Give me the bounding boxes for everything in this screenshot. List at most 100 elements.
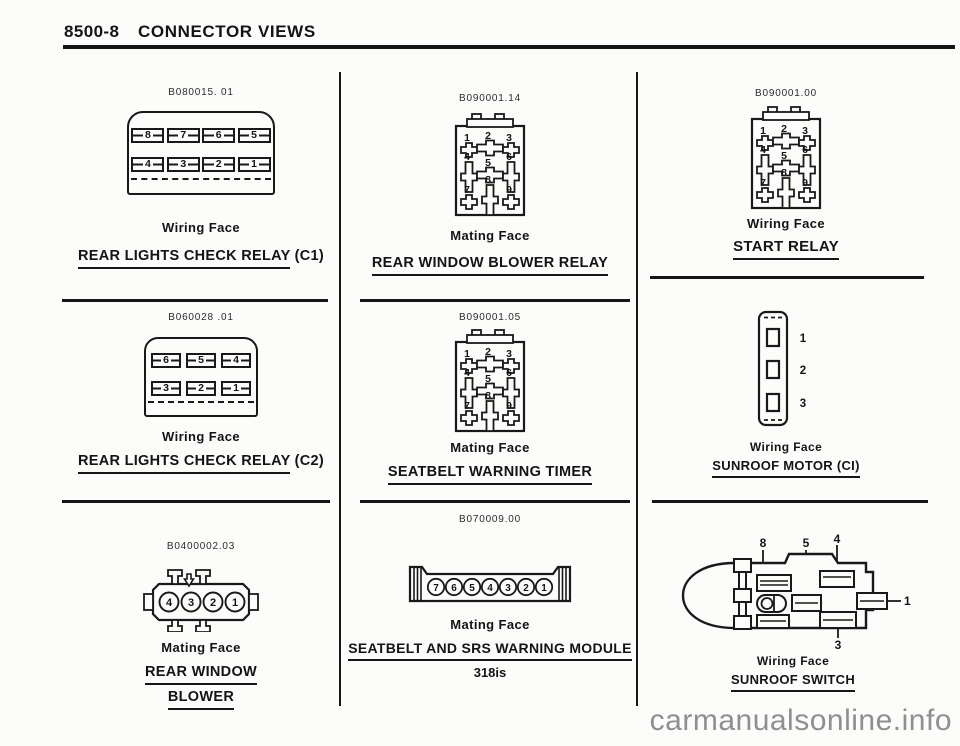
connector-dash-line xyxy=(131,178,271,180)
connector-dash-line xyxy=(148,401,254,403)
cell-sunroof-motor: 1 2 3 Wiring Face SUNROOF MOTOR (CI) xyxy=(648,310,924,478)
pin-label: 8 xyxy=(781,167,787,179)
pin-label: 6 xyxy=(802,144,808,156)
part-number: B060028 .01 xyxy=(168,312,234,323)
connector-name: SEATBELT AND SRS WARNING MODULE xyxy=(348,640,632,661)
pin-label: 4 xyxy=(834,533,841,546)
cell-sunroof-switch: 8 5 4 1 3 Wiring Face SUNROOF SWITCH xyxy=(648,533,938,692)
pin-5: 5 xyxy=(237,128,271,143)
cell-rear-lights-check-relay-c1: B080015. 01 8 7 6 5 4 3 2 1 Wiring Face … xyxy=(62,87,340,269)
srs-connector-diagram: 7 6 5 4 3 2 1 xyxy=(408,565,572,603)
header-rule xyxy=(63,45,955,49)
sunroof-switch-connector-diagram: 8 5 4 1 3 xyxy=(681,533,911,651)
pin-label: 1 xyxy=(464,348,470,360)
cell-rear-window-blower-relay: B090001.14 1 2 3 4 5 6 7 8 9 Mating Face xyxy=(352,93,628,276)
pin-label: 7 xyxy=(433,583,439,594)
row-divider xyxy=(62,500,330,503)
pin-label: 4 xyxy=(487,583,493,594)
row-divider xyxy=(652,500,928,503)
pin-label: 2 xyxy=(210,597,216,609)
pin-4: 4 xyxy=(221,353,251,368)
pin-1: 1 xyxy=(237,157,271,172)
pin-label: 4 xyxy=(166,597,173,609)
pin-3: 3 xyxy=(166,157,200,172)
relay-connector-diagram: 1 2 3 4 5 6 7 8 9 xyxy=(454,113,526,217)
connector-name: START RELAY xyxy=(733,238,839,260)
pin-label: 3 xyxy=(506,348,512,360)
cell-srs-warning-module: B070009.00 7 6 5 4 3 2 1 Mating Face xyxy=(348,514,632,680)
pin-label: 1 xyxy=(800,333,807,345)
face-label: Wiring Face xyxy=(756,654,830,668)
pin-label: 9 xyxy=(802,177,808,189)
pin-label: 6 xyxy=(451,583,457,594)
connector-name: REAR LIGHTS CHECK RELAY (C2) xyxy=(77,453,324,474)
pin-label: 2 xyxy=(781,123,787,135)
pin-1: 1 xyxy=(221,381,251,396)
pin-label: 1 xyxy=(464,132,470,144)
pin-label: 3 xyxy=(835,638,842,651)
relay-connector-diagram: 1 2 3 4 5 6 7 8 9 xyxy=(750,106,822,210)
part-number: B090001.14 xyxy=(459,93,521,104)
pin-2: 2 xyxy=(186,381,216,396)
column-divider xyxy=(636,72,639,706)
pin-6: 6 xyxy=(202,128,236,143)
connector-name: SUNROOF MOTOR (CI) xyxy=(712,458,860,478)
part-number: B0400002.03 xyxy=(166,541,236,552)
part-number: B070009.00 xyxy=(459,514,521,525)
pin-label: 2 xyxy=(485,130,491,142)
pin-label: 2 xyxy=(800,365,806,377)
pin-label: 8 xyxy=(485,174,491,186)
terminal-8 xyxy=(756,574,792,592)
row-divider xyxy=(360,299,630,302)
pin-3: 3 xyxy=(151,381,181,396)
pin-label: 3 xyxy=(800,398,806,410)
row-divider xyxy=(62,299,328,302)
face-label: Mating Face xyxy=(450,440,530,455)
pin-label: 9 xyxy=(506,400,512,412)
cell-rear-window-blower: B0400002.03 4 3 2 1 Mating Face REAR WIN… xyxy=(62,541,340,710)
pin-label: 5 xyxy=(485,157,491,169)
part-number: B080015. 01 xyxy=(168,87,234,98)
face-label: Mating Face xyxy=(450,228,530,243)
pin-label: 3 xyxy=(505,583,511,594)
pin-label: 3 xyxy=(802,125,808,137)
pin-label: 4 xyxy=(464,151,470,163)
pin-label: 5 xyxy=(469,583,475,594)
face-label: Wiring Face xyxy=(162,220,240,235)
connector-name: BLOWER xyxy=(167,689,235,710)
pin-8: 8 xyxy=(131,128,165,143)
pin-label: 2 xyxy=(523,583,529,594)
connector-diagram-c1: 8 7 6 5 4 3 2 1 xyxy=(127,111,275,195)
pin-label: 3 xyxy=(506,132,512,144)
pin-label: 6 xyxy=(506,367,512,379)
pin-label: 5 xyxy=(803,536,810,550)
pin-label: 7 xyxy=(464,400,470,412)
pin-label: 8 xyxy=(760,536,767,550)
row-divider xyxy=(650,276,924,279)
pin-label: 6 xyxy=(506,151,512,163)
pin-5: 5 xyxy=(186,353,216,368)
watermark: carmanualsonline.info xyxy=(649,704,952,737)
pin-label: 9 xyxy=(506,184,512,196)
pin-label: 1 xyxy=(541,583,547,594)
pin-label: 4 xyxy=(464,367,470,379)
connector-diagram-c2: 6 5 4 3 2 1 xyxy=(144,337,258,417)
model-variant: 318is xyxy=(473,665,507,680)
pin-label: 3 xyxy=(188,597,194,609)
pin-label: 1 xyxy=(904,594,911,608)
connector-name: SEATBELT WARNING TIMER xyxy=(387,464,593,485)
part-number: B090001.00 xyxy=(755,88,817,99)
cell-seatbelt-warning-timer: B090001.05 1 2 3 4 5 6 7 8 9 Mating Face xyxy=(352,312,628,485)
pin-label: 5 xyxy=(781,150,787,162)
face-label: Wiring Face xyxy=(747,216,825,231)
face-label: Mating Face xyxy=(161,640,241,655)
pin-4: 4 xyxy=(131,157,165,172)
pin-7: 7 xyxy=(166,128,200,143)
cell-start-relay: B090001.00 1 2 3 4 5 6 7 8 9 Wiring Face xyxy=(648,88,924,260)
connector-name: REAR WINDOW xyxy=(144,664,258,685)
pin-label: 2 xyxy=(485,346,491,358)
pin-6: 6 xyxy=(151,353,181,368)
section-number: 8500-8 xyxy=(64,22,120,41)
pin-label: 8 xyxy=(485,390,491,402)
